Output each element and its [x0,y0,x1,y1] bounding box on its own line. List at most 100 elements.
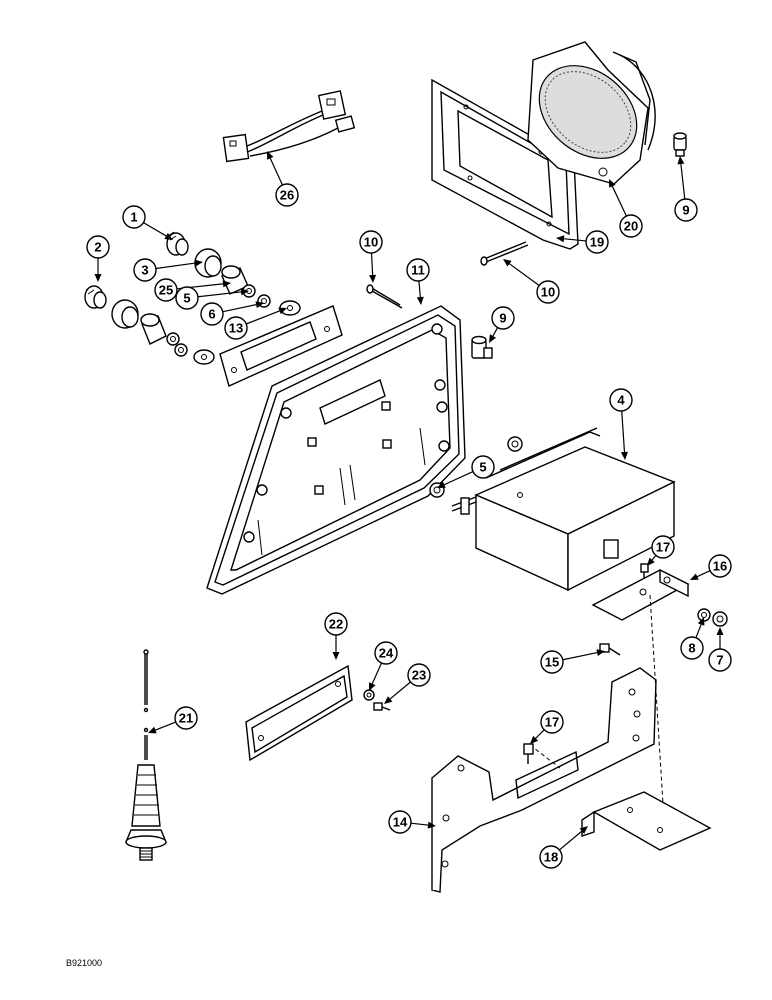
speaker-bezel-19 [431,78,579,250]
callout-circle [674,198,698,222]
callout-circle [388,810,412,834]
bushing-25-lower [140,313,167,345]
callout-4: 4 [609,388,633,460]
callout-circle [406,258,430,282]
callout-circle [540,710,564,734]
leader-arrowhead [222,280,231,288]
leader-line [695,622,703,638]
callout-number: 3 [141,263,148,278]
callout-number: 4 [617,393,625,408]
callout-circle [275,183,299,207]
callout-circle [471,455,495,479]
leader-line [621,410,626,455]
leader-arrowhead [489,334,496,343]
leader-arrowhead [503,259,512,267]
callout-23: 23 [384,663,431,704]
callout-circle [224,316,248,340]
callout-20: 20 [609,179,643,238]
callout-number: 5 [183,291,190,306]
callout-number: 19 [590,235,604,250]
leader-line [418,280,422,300]
callout-circle [539,845,563,869]
leader-arrowhead [369,682,376,691]
callout-18: 18 [539,826,588,869]
callout-circle [680,636,704,660]
callout-2: 2 [86,235,110,282]
callout-17: 17 [530,710,564,744]
callout-circle [324,612,348,636]
callout-13: 13 [224,307,287,340]
callout-circle [619,214,643,238]
leader-arrowhead [690,573,699,580]
knob-ring-3-upper [194,248,222,278]
leader-arrowhead [148,726,157,734]
leader-arrowhead [427,821,436,829]
nut-5-radio [429,436,523,498]
callout-circle [651,535,675,559]
callout-19: 19 [556,230,609,254]
callout-21: 21 [148,706,198,734]
callout-5: 5 [437,455,495,488]
callout-number: 22 [329,617,343,632]
callout-number: 14 [393,815,408,830]
leader-arrowhead [579,826,588,834]
radio-panel-11 [206,305,466,595]
callout-15: 15 [540,649,605,674]
callout-6: 6 [200,301,264,326]
knob-2 [84,285,107,309]
screw-17-lower [523,743,534,764]
callout-number: 20 [624,219,638,234]
callout-number: 9 [682,203,689,218]
bushing-25-upper [221,265,249,295]
callout-5: 5 [175,286,249,310]
leader-arrowhead [530,735,539,744]
callout-circle [708,554,732,578]
callout-9: 9 [489,306,515,343]
callout-number: 21 [179,711,193,726]
leader-line [268,156,283,186]
callout-14: 14 [388,810,436,834]
callout-number: 17 [545,715,559,730]
callout-circle [86,235,110,259]
spacer-9-lower [471,335,493,359]
bracket-16 [591,568,690,621]
leader-arrowhead [677,156,685,165]
leader-arrowhead [384,696,393,704]
spacer-9-upper [673,132,687,157]
screw-15 [599,643,621,656]
leader-arrowhead [369,274,377,283]
leader-arrowhead [596,649,605,657]
callout-circle [133,258,157,282]
callout-1: 1 [122,205,173,240]
callout-layer: 2620919101012113255613945171622242315872… [86,151,732,869]
callout-circle [609,388,633,412]
callout-number: 16 [713,559,727,574]
callout-7: 7 [708,627,732,672]
antenna-21 [124,649,168,861]
callout-circle [175,286,199,310]
callout-number: 8 [688,641,695,656]
leader-line [533,729,545,741]
leader-arrowhead [697,617,705,626]
washer-24 [363,689,375,701]
leader-line [561,237,587,242]
washer-13-lower [193,349,215,365]
leader-arrowhead [556,235,565,243]
leader-arrowhead [194,259,203,267]
nut-7 [712,611,728,627]
leader-line [410,822,431,826]
figure-code: B921000 [66,958,102,968]
leader-arrowhead [647,557,655,566]
leader-line [559,829,584,851]
leader-arrowhead [437,481,446,488]
leader-arrowhead [716,627,724,635]
callout-number: 6 [208,307,215,322]
leader-line [153,721,176,732]
screw-10-upper [366,284,403,309]
leader-line [370,662,383,686]
callout-circle [536,280,560,304]
leader-line [388,681,411,701]
callout-circle [154,278,178,302]
